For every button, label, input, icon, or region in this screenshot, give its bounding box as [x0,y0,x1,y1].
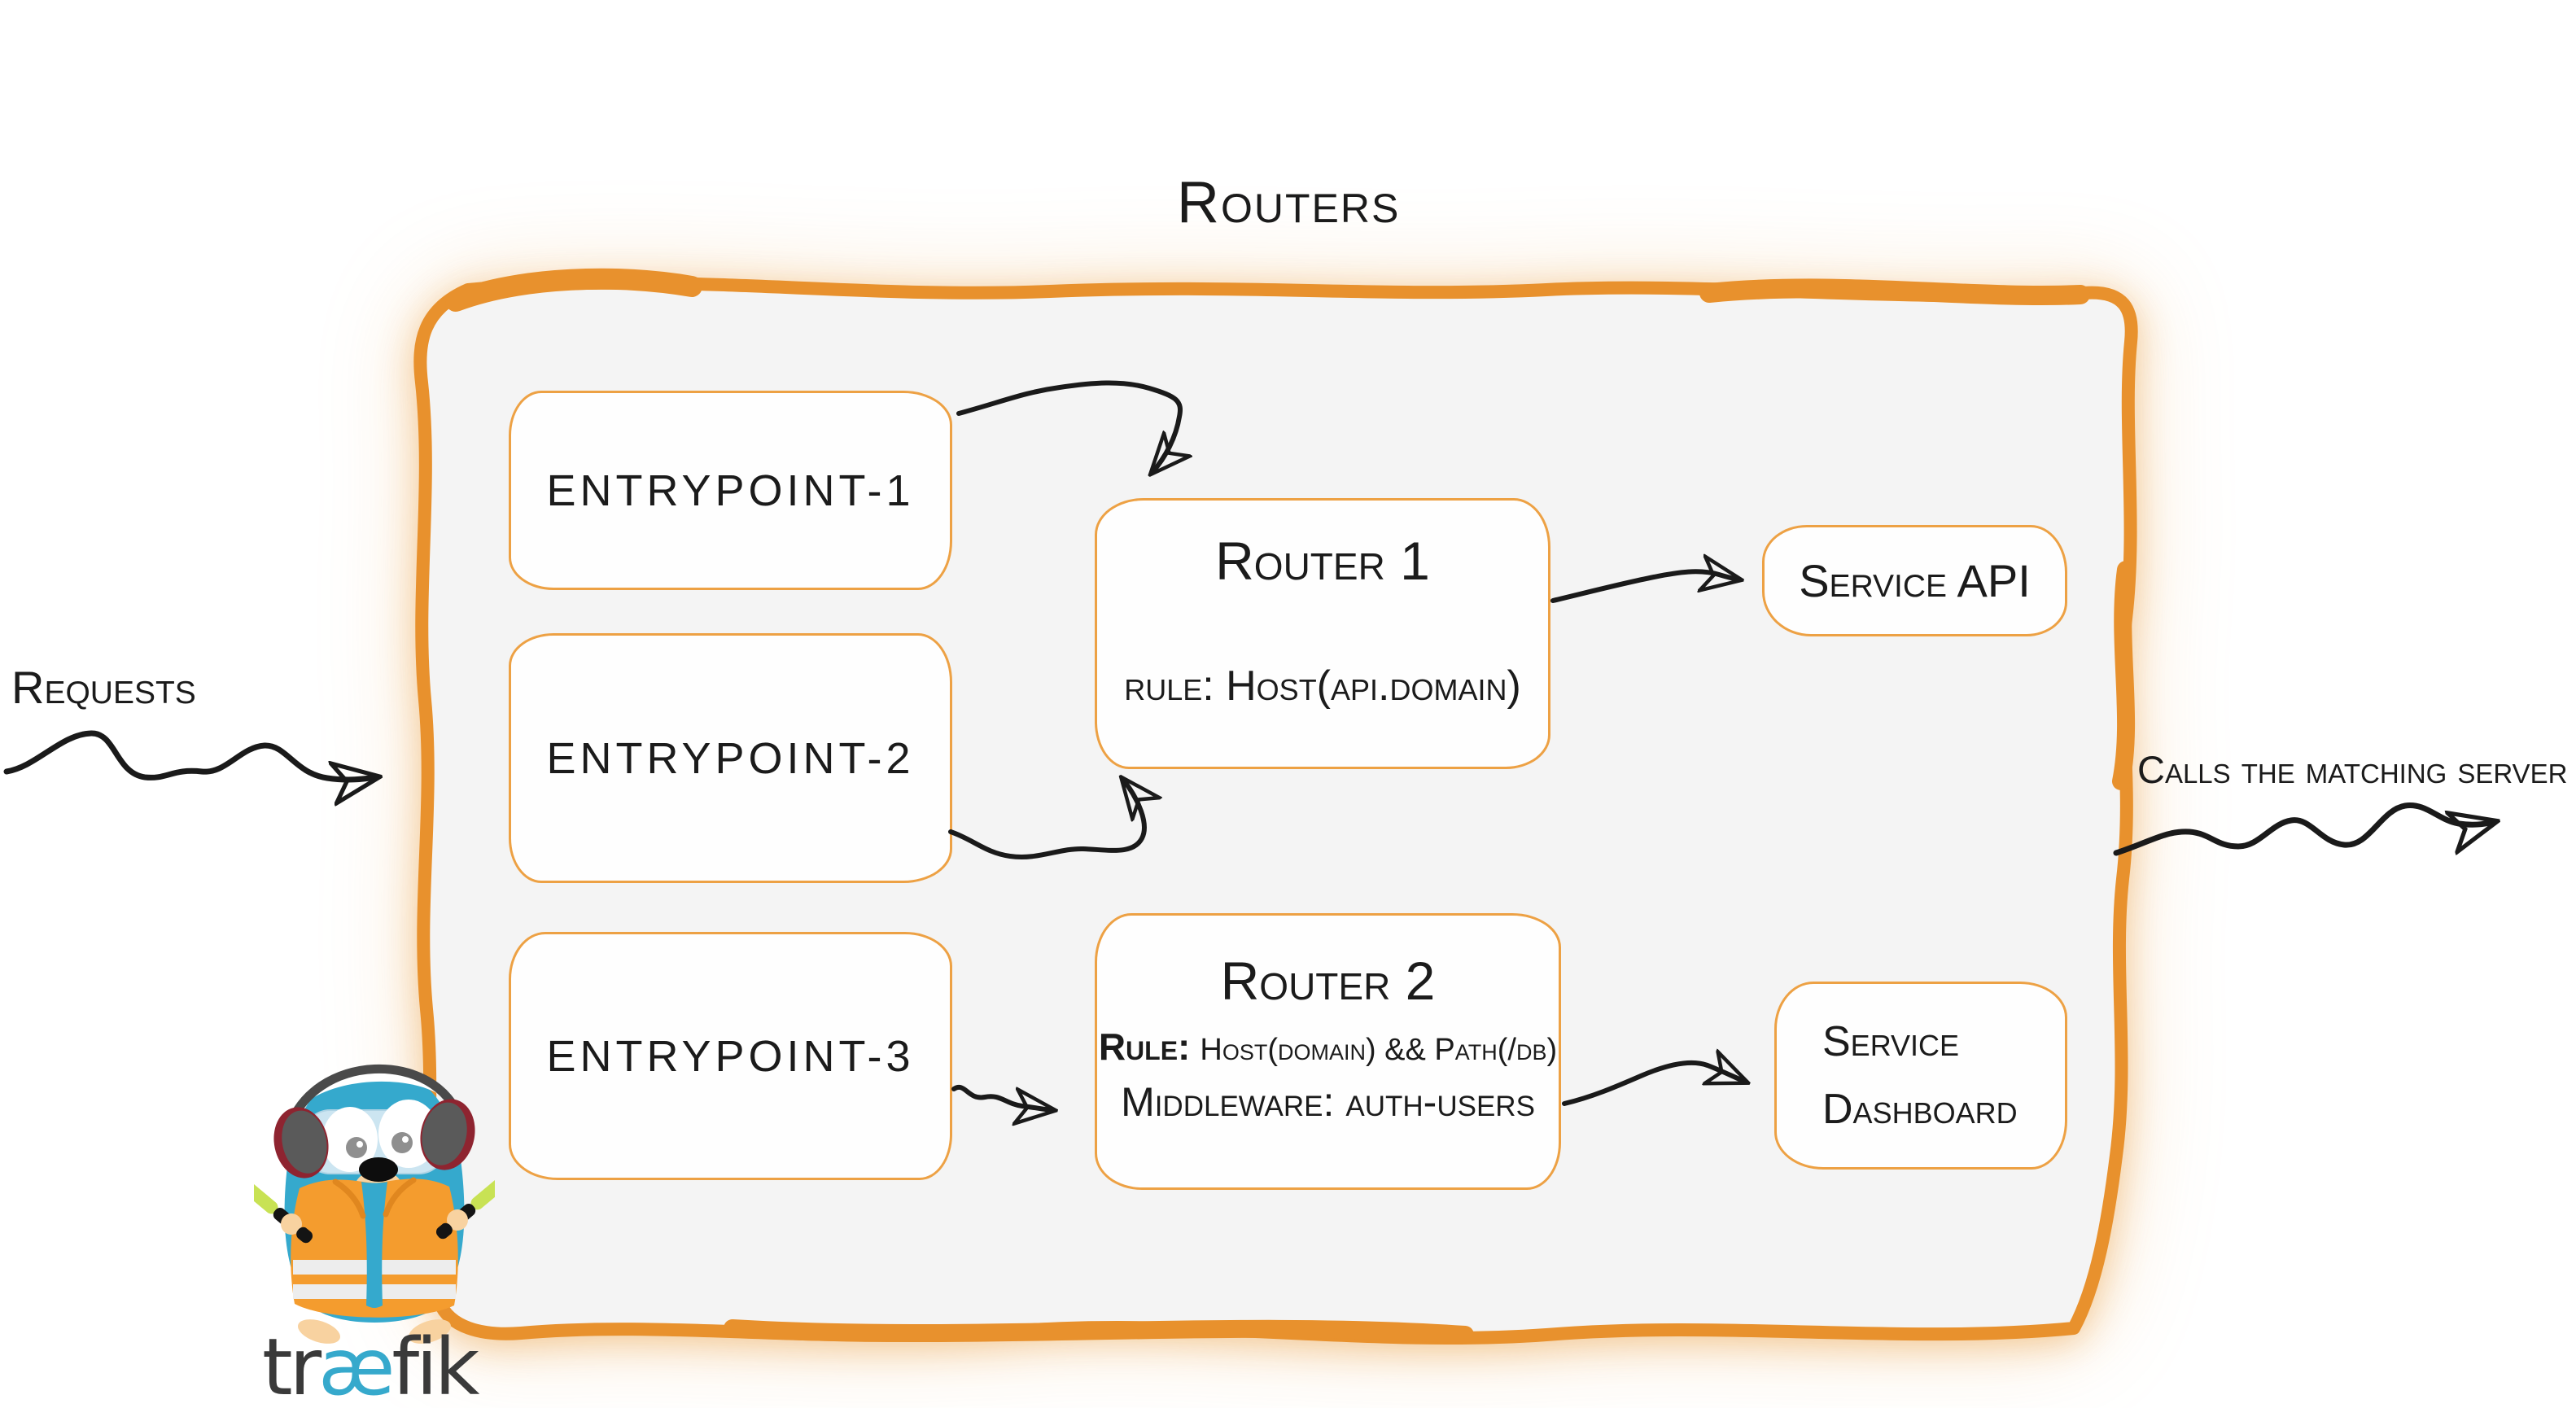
router-1-rule: rule: Host(api.domain) [1124,662,1521,710]
entrypoint-2-label: entrypoint-2 [546,733,915,783]
node-router-2: Router 2 Rule:Host(domain) && Path(/db) … [1095,913,1561,1190]
gopher-vest [291,1177,458,1318]
service-dashboard-label-line2: Dashboard [1822,1085,2018,1133]
router-2-rule-value: Host(domain) && Path(/db) [1200,1033,1558,1067]
router-2-middleware: Middleware:auth-users [1121,1078,1535,1126]
node-entrypoint-2: entrypoint-2 [509,633,952,883]
wordmark-pre: tr [262,1322,321,1408]
arrow-requests-in [3,730,376,780]
arrow-entrypoint2-to-router1 [948,780,1144,859]
arrow-router2-to-service-dashboard [1562,1063,1745,1106]
service-api-label: Service API [1799,555,2031,606]
calls-label: Calls the matching server [2137,748,2568,791]
router-2-rule: Rule: Host(domain) && Path(/db) [1099,1025,1557,1069]
node-entrypoint-3: entrypoint-3 [509,932,952,1180]
arrow-router1-to-service-api [1550,571,1738,603]
node-entrypoint-1: entrypoint-1 [509,391,952,590]
router-2-rule-label: Rule: [1098,1025,1191,1068]
traefik-wordmark: træfik [262,1322,479,1408]
service-dashboard-label-line1: Service [1822,1018,1960,1066]
entrypoint-1-label: entrypoint-1 [546,466,915,515]
arrow-calls-out [2113,802,2494,856]
wordmark-post: fik [391,1322,479,1408]
frame-brush-accent-right [2112,561,2136,790]
router-2-middleware-value: auth-users [1345,1079,1535,1125]
traefik-gopher-icon [254,1064,495,1344]
entrypoint-3-label: entrypoint-3 [546,1031,915,1081]
router-2-middleware-label: Middleware: [1121,1079,1335,1125]
requests-label: Requests [11,662,196,713]
arrow-entrypoint1-to-router1 [956,380,1180,472]
router-1-title: Router 1 [1215,531,1430,591]
wordmark-ae: æ [318,1322,395,1408]
frame-brush-accent-top-right [1699,278,2090,305]
node-service-dashboard: Service Dashboard [1774,982,2067,1170]
node-router-1: Router 1 rule: Host(api.domain) [1095,498,1550,769]
node-service-api: Service API [1762,525,2067,636]
arrow-entrypoint3-to-router2 [951,1085,1052,1110]
router-2-title: Router 2 [1220,951,1436,1011]
page-title: Routers [1177,170,1401,235]
frame-brush-accent-bottom [724,1319,1474,1344]
frame-brush-accent-top-left [445,268,702,312]
gopher-baton-left [254,1168,313,1244]
